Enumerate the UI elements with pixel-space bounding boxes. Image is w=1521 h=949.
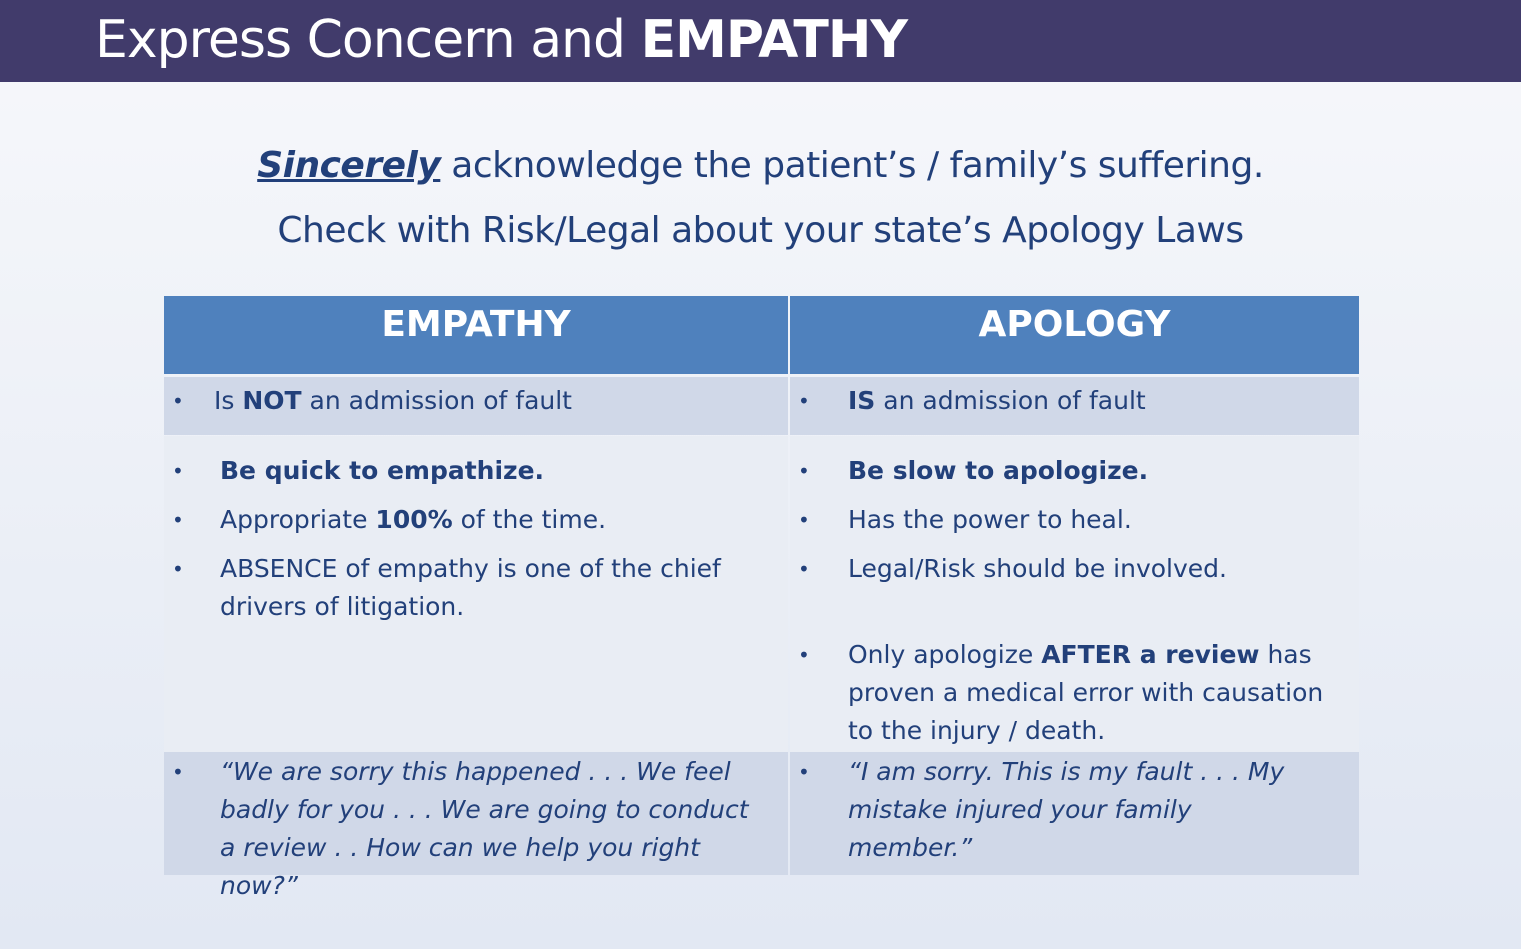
text-bold: Be quick to empathize.	[220, 456, 545, 485]
list-item: Is NOT an admission of fault	[164, 382, 788, 420]
list-item: Appropriate 100% of the time.	[164, 501, 788, 539]
text: Is	[214, 386, 243, 415]
list-item: “I am sorry. This is my fault . . . My m…	[790, 753, 1359, 867]
list-item: Be slow to apologize.	[790, 452, 1359, 490]
row2-apology: Be slow to apologize. Has the power to h…	[790, 436, 1359, 752]
title-bold: EMPATHY	[640, 10, 908, 70]
text-bold: AFTER a review	[1041, 640, 1260, 669]
list-item: ABSENCE of empathy is one of the chief d…	[164, 550, 788, 626]
row3-empathy-quote: “We are sorry this happened . . . We fee…	[164, 752, 788, 900]
list-item: “We are sorry this happened . . . We fee…	[164, 753, 788, 905]
row2-empathy: Be quick to empathize. Appropriate 100% …	[164, 436, 788, 752]
row1-empathy: Is NOT an admission of fault	[164, 377, 788, 435]
sincerely-emphasis: Sincerely	[257, 145, 441, 186]
text: Appropriate	[220, 505, 376, 534]
text: Legal/Risk should be involved.	[848, 554, 1227, 583]
list-item: Only apologize AFTER a review has proven…	[790, 636, 1359, 750]
title-regular: Express Concern and	[95, 10, 641, 70]
text-bold: 100%	[375, 505, 453, 534]
text-bold: IS	[848, 386, 876, 415]
text: has proven a medical error with causatio…	[848, 640, 1324, 745]
list-item: IS an admission of fault	[790, 382, 1359, 420]
list-item: Has the power to heal.	[790, 501, 1359, 539]
list-item: Be quick to empathize.	[164, 452, 788, 490]
text: of the time.	[452, 505, 607, 534]
header-empathy: EMPATHY	[164, 296, 788, 374]
title-bar: Express Concern and EMPATHY	[0, 0, 1521, 82]
text-bold: Be slow to apologize.	[848, 456, 1149, 485]
row3-apology-quote: “I am sorry. This is my fault . . . My m…	[790, 752, 1359, 875]
text: an admission of fault	[301, 386, 572, 415]
list-item: Legal/Risk should be involved.	[790, 550, 1359, 588]
text-bold: NOT	[242, 386, 302, 415]
text: Has the power to heal.	[848, 505, 1132, 534]
header-apology: APOLOGY	[790, 296, 1359, 374]
text: Only apologize	[848, 640, 1042, 669]
subtitle-line-1: Sincerely acknowledge the patient’s / fa…	[0, 145, 1521, 186]
row1-apology: IS an admission of fault	[790, 377, 1359, 435]
slide-title: Express Concern and EMPATHY	[95, 10, 908, 70]
text: an admission of fault	[875, 386, 1146, 415]
text: ABSENCE of empathy is one of the chief d…	[220, 554, 721, 621]
subtitle-line-1-text: acknowledge the patient’s / family’s suf…	[440, 145, 1264, 186]
subtitle-line-2: Check with Risk/Legal about your state’s…	[277, 210, 1244, 251]
